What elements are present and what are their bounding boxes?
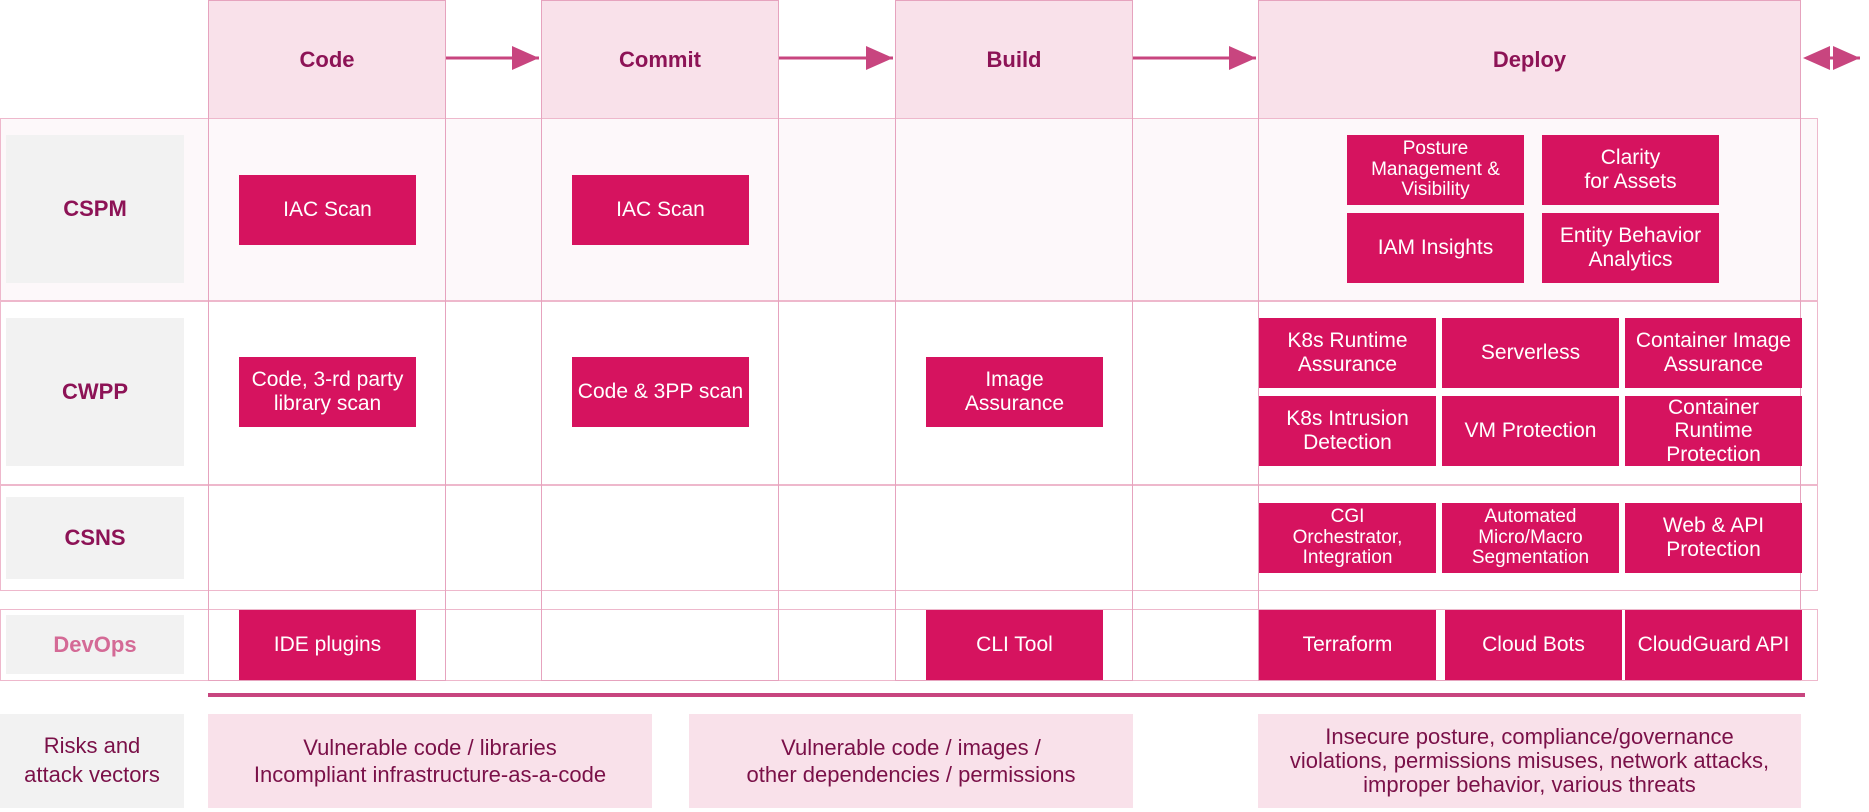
cspm-clarity-for-assets: Clarity for Assets xyxy=(1542,135,1719,205)
row-label-cspm: CSPM xyxy=(6,135,184,283)
cwpp-band xyxy=(0,301,1818,485)
cspm-entity-behavior-analytics: Entity Behavior Analytics xyxy=(1542,213,1719,283)
stage-header-build: Build xyxy=(896,1,1132,118)
cwpp-code-library-scan: Code, 3-rd party library scan xyxy=(239,357,416,427)
stage-column-commit xyxy=(541,0,779,681)
row-label-csns: CSNS xyxy=(6,497,184,579)
csns-segmentation: Automated Micro/Macro Segmentation xyxy=(1442,503,1619,573)
csns-web-api-protection: Web & API Protection xyxy=(1625,503,1802,573)
cspm-commit-iac-scan: IAC Scan xyxy=(572,175,749,245)
risk-deploy: Insecure posture, compliance/governance … xyxy=(1258,714,1801,808)
stage-column-code xyxy=(208,0,446,681)
csns-cgi-orchestrator: CGI Orchestrator, Integration xyxy=(1259,503,1436,573)
cwpp-container-runtime-protection: Container Runtime Protection xyxy=(1625,396,1802,466)
risks-divider xyxy=(208,693,1805,697)
risk-code-commit: Vulnerable code / libraries Incompliant … xyxy=(208,714,652,808)
cwpp-image-assurance: Image Assurance xyxy=(926,357,1103,427)
stage-header-deploy: Deploy xyxy=(1259,1,1800,118)
stage-header-code: Code xyxy=(209,1,445,118)
cwpp-k8s-runtime-assurance: K8s Runtime Assurance xyxy=(1259,318,1436,388)
devops-cli-tool: CLI Tool xyxy=(926,610,1103,680)
cspm-code-iac-scan: IAC Scan xyxy=(239,175,416,245)
cwpp-vm-protection: VM Protection xyxy=(1442,396,1619,466)
risk-build: Vulnerable code / images / other depende… xyxy=(689,714,1133,808)
risks-label: Risks and attack vectors xyxy=(0,714,184,808)
cwpp-k8s-intrusion-detection: K8s Intrusion Detection xyxy=(1259,396,1436,466)
cspm-iam-insights: IAM Insights xyxy=(1347,213,1524,283)
cwpp-code-3pp-scan: Code & 3PP scan xyxy=(572,357,749,427)
cwpp-container-image-assurance: Container Image Assurance xyxy=(1625,318,1802,388)
devops-cloudguard-api: CloudGuard API xyxy=(1625,610,1802,680)
stage-column-build xyxy=(895,0,1133,681)
stage-header-commit: Commit xyxy=(542,1,778,118)
row-label-cwpp: CWPP xyxy=(6,318,184,466)
cspm-posture-management: Posture Management & Visibility xyxy=(1347,135,1524,205)
devops-ide-plugins: IDE plugins xyxy=(239,610,416,680)
row-label-devops: DevOps xyxy=(6,615,184,674)
devops-cloud-bots: Cloud Bots xyxy=(1445,610,1622,680)
cwpp-serverless: Serverless xyxy=(1442,318,1619,388)
devops-terraform: Terraform xyxy=(1259,610,1436,680)
csns-band xyxy=(0,485,1818,591)
